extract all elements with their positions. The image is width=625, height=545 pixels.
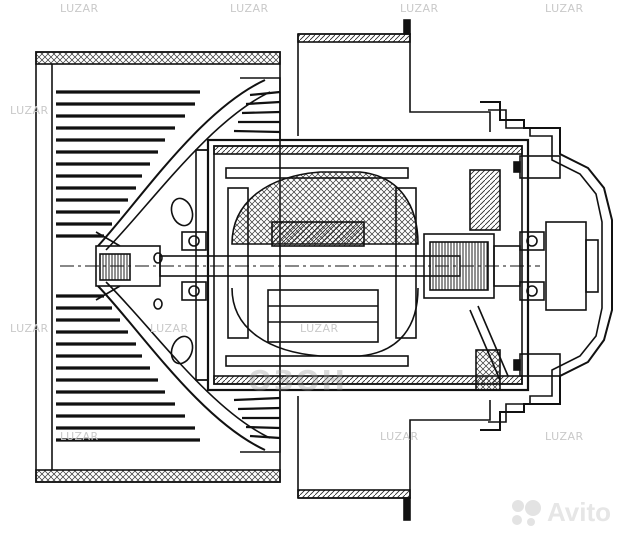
fan-ribs-bottom	[233, 396, 281, 440]
watermark-text: LUZAR	[545, 2, 584, 15]
mounting-flange	[297, 19, 491, 521]
avito-label: Avito	[546, 497, 611, 527]
avito-badge: Avito	[509, 497, 611, 528]
avito-logo-icon	[511, 499, 541, 526]
watermark-text: LUZAR	[60, 2, 99, 15]
motor-housing	[195, 138, 530, 392]
fan-wheel	[35, 51, 281, 483]
ozon-watermark: ОЗОН	[248, 364, 347, 397]
watermark-text: LUZAR	[150, 322, 189, 335]
fan-blades	[56, 90, 200, 442]
watermark-text: LUZAR	[400, 2, 439, 15]
watermark-text: LUZAR	[10, 104, 49, 117]
watermark-text: LUZAR	[10, 322, 49, 335]
watermark-text: LUZAR	[230, 2, 269, 15]
watermark-text: LUZAR	[380, 430, 419, 443]
armature	[225, 167, 419, 367]
bearings	[181, 231, 545, 301]
watermark-text: LUZAR	[545, 430, 584, 443]
watermark-text: LUZAR	[300, 322, 339, 335]
commutator	[423, 233, 521, 299]
watermark-text: LUZAR	[60, 430, 99, 443]
end-cap	[469, 101, 613, 431]
fan-ribs-top	[233, 90, 281, 134]
